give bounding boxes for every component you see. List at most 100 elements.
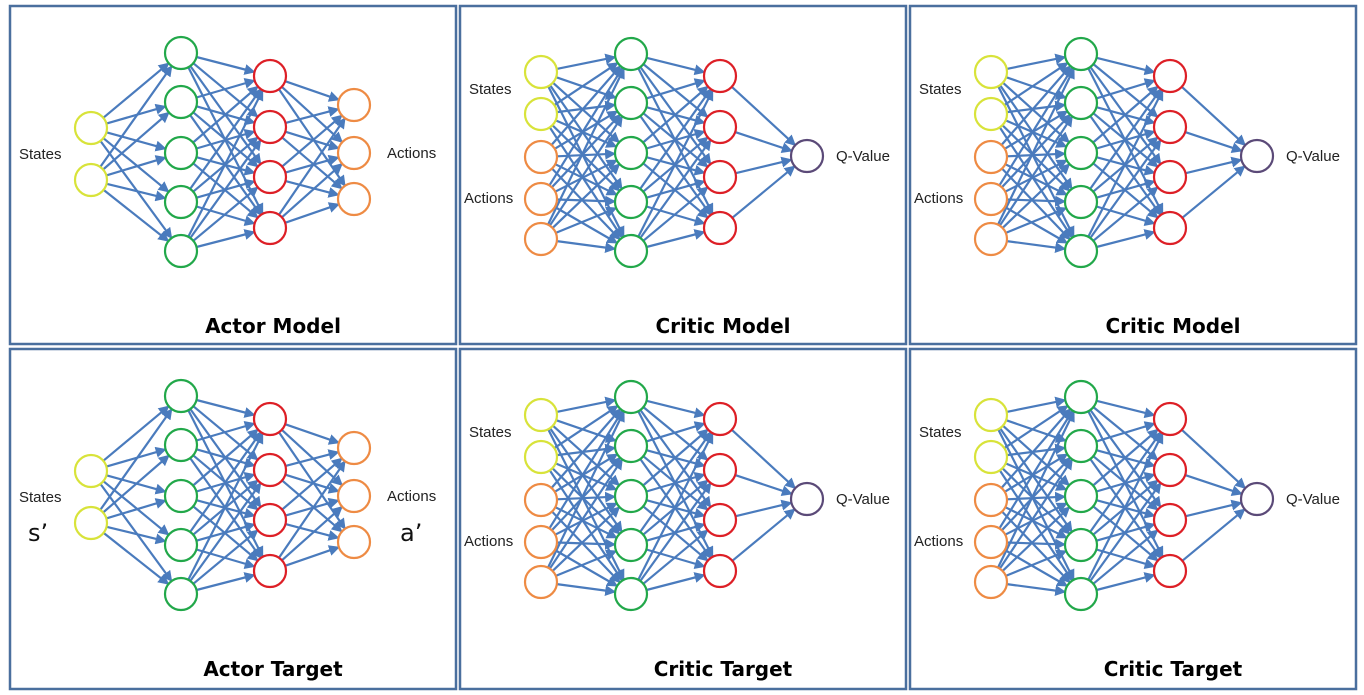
edge-arrow <box>731 428 797 490</box>
edge-arrow <box>1096 572 1156 592</box>
edge-arrow <box>642 85 709 144</box>
edge-arrow <box>639 139 712 239</box>
edge-arrow <box>281 114 343 168</box>
edge-arrow <box>189 139 262 239</box>
hidden-layer-2-node <box>1152 553 1188 589</box>
hidden-layer-1-node <box>613 527 649 563</box>
edge-arrow <box>102 454 170 514</box>
edge-arrow <box>548 115 624 227</box>
edge-arrow <box>551 163 621 229</box>
action-input-node <box>523 524 559 560</box>
action-output-node <box>336 87 372 123</box>
edges <box>997 53 1247 254</box>
edge-arrow <box>548 66 624 186</box>
edge-arrow <box>284 80 340 102</box>
state-prime-label: s’ <box>28 519 48 547</box>
edge-arrow <box>1095 421 1156 443</box>
edge-arrow <box>1000 408 1072 489</box>
hidden-layer-2-node <box>702 553 738 589</box>
hidden-layer-2-node <box>1152 58 1188 94</box>
hidden-layer-2-node <box>252 553 288 589</box>
action-input-node <box>973 564 1009 600</box>
hidden-layer-1-node <box>1063 478 1099 514</box>
hidden-layer-2-node <box>252 401 288 437</box>
edge-arrow <box>646 229 706 249</box>
edge-arrow <box>552 424 620 487</box>
edge-arrow <box>1002 424 1070 487</box>
action-input-node <box>523 482 559 518</box>
hidden-layer-2-node <box>1152 401 1188 437</box>
hidden-layer-1-node <box>163 184 199 220</box>
edge-arrow <box>105 155 167 177</box>
edge-arrow <box>196 572 256 592</box>
edge-arrow <box>554 506 618 539</box>
edge-arrow <box>189 482 262 582</box>
edge-arrow <box>556 396 617 413</box>
edge-arrow <box>187 89 264 238</box>
hidden-layer-2-node <box>1152 452 1188 488</box>
hidden-layer-1-node <box>613 184 649 220</box>
edge-arrow <box>192 186 259 242</box>
hidden-layer-2-node <box>1152 109 1188 145</box>
action-input-node <box>523 181 559 217</box>
edge-arrow <box>554 206 619 244</box>
edge-arrow <box>99 140 173 239</box>
panel-title: Critic Target <box>654 657 793 681</box>
edge-arrow <box>187 432 264 581</box>
edge-arrow <box>997 67 1075 226</box>
edge-arrow <box>1095 78 1156 100</box>
edge-arrow <box>1001 124 1071 192</box>
edge-arrow <box>1087 432 1164 581</box>
edge-arrow <box>1006 396 1067 413</box>
panel-title: Actor Model <box>205 314 341 338</box>
actions-label: Actions <box>464 190 513 207</box>
edge-arrow <box>285 523 340 541</box>
edge-arrow <box>196 398 256 418</box>
edge-arrow <box>102 405 170 462</box>
edge-arrow <box>1004 549 1069 587</box>
edge-arrow <box>1181 85 1247 147</box>
edge-arrow <box>551 113 621 189</box>
edge-arrow <box>281 479 343 533</box>
edge-arrow <box>1096 56 1156 76</box>
edges <box>99 55 346 249</box>
edge-arrow <box>1092 186 1159 242</box>
q-value-output-node <box>789 481 825 517</box>
hidden-layer-2-node <box>702 502 738 538</box>
edge-arrow <box>731 508 796 562</box>
hidden-layer-1-node <box>613 135 649 171</box>
edge-arrow <box>1004 453 1069 493</box>
hidden-layer-1-node <box>163 35 199 71</box>
actions-label: Actions <box>387 145 436 162</box>
hidden-layer-2-node <box>702 159 738 195</box>
edge-arrow <box>1001 113 1071 189</box>
hidden-layer-1-node <box>1063 135 1099 171</box>
edge-arrow <box>1005 206 1068 234</box>
edge-arrow <box>1181 165 1246 219</box>
hidden-layer-2-node <box>252 109 288 145</box>
edges <box>997 396 1247 597</box>
edge-arrow <box>1089 431 1162 533</box>
edge-arrow <box>555 206 618 234</box>
hidden-layer-1-node <box>1063 379 1099 415</box>
edge-arrow <box>731 165 796 219</box>
q-value-output-node <box>1239 481 1275 517</box>
action-input-node <box>973 221 1009 257</box>
edge-arrow <box>998 66 1074 186</box>
hidden-layer-1-node <box>163 84 199 120</box>
edge-arrow <box>556 240 617 254</box>
states-label: States <box>919 424 962 441</box>
state-input-node <box>973 397 1009 433</box>
edge-arrow <box>99 408 173 511</box>
state-input-node <box>523 439 559 475</box>
edge-arrow <box>998 115 1074 227</box>
edge-arrow <box>1181 428 1247 490</box>
states-label: States <box>469 424 512 441</box>
edge-arrow <box>734 131 793 153</box>
action-input-node <box>523 139 559 175</box>
edge-arrow <box>735 156 793 175</box>
